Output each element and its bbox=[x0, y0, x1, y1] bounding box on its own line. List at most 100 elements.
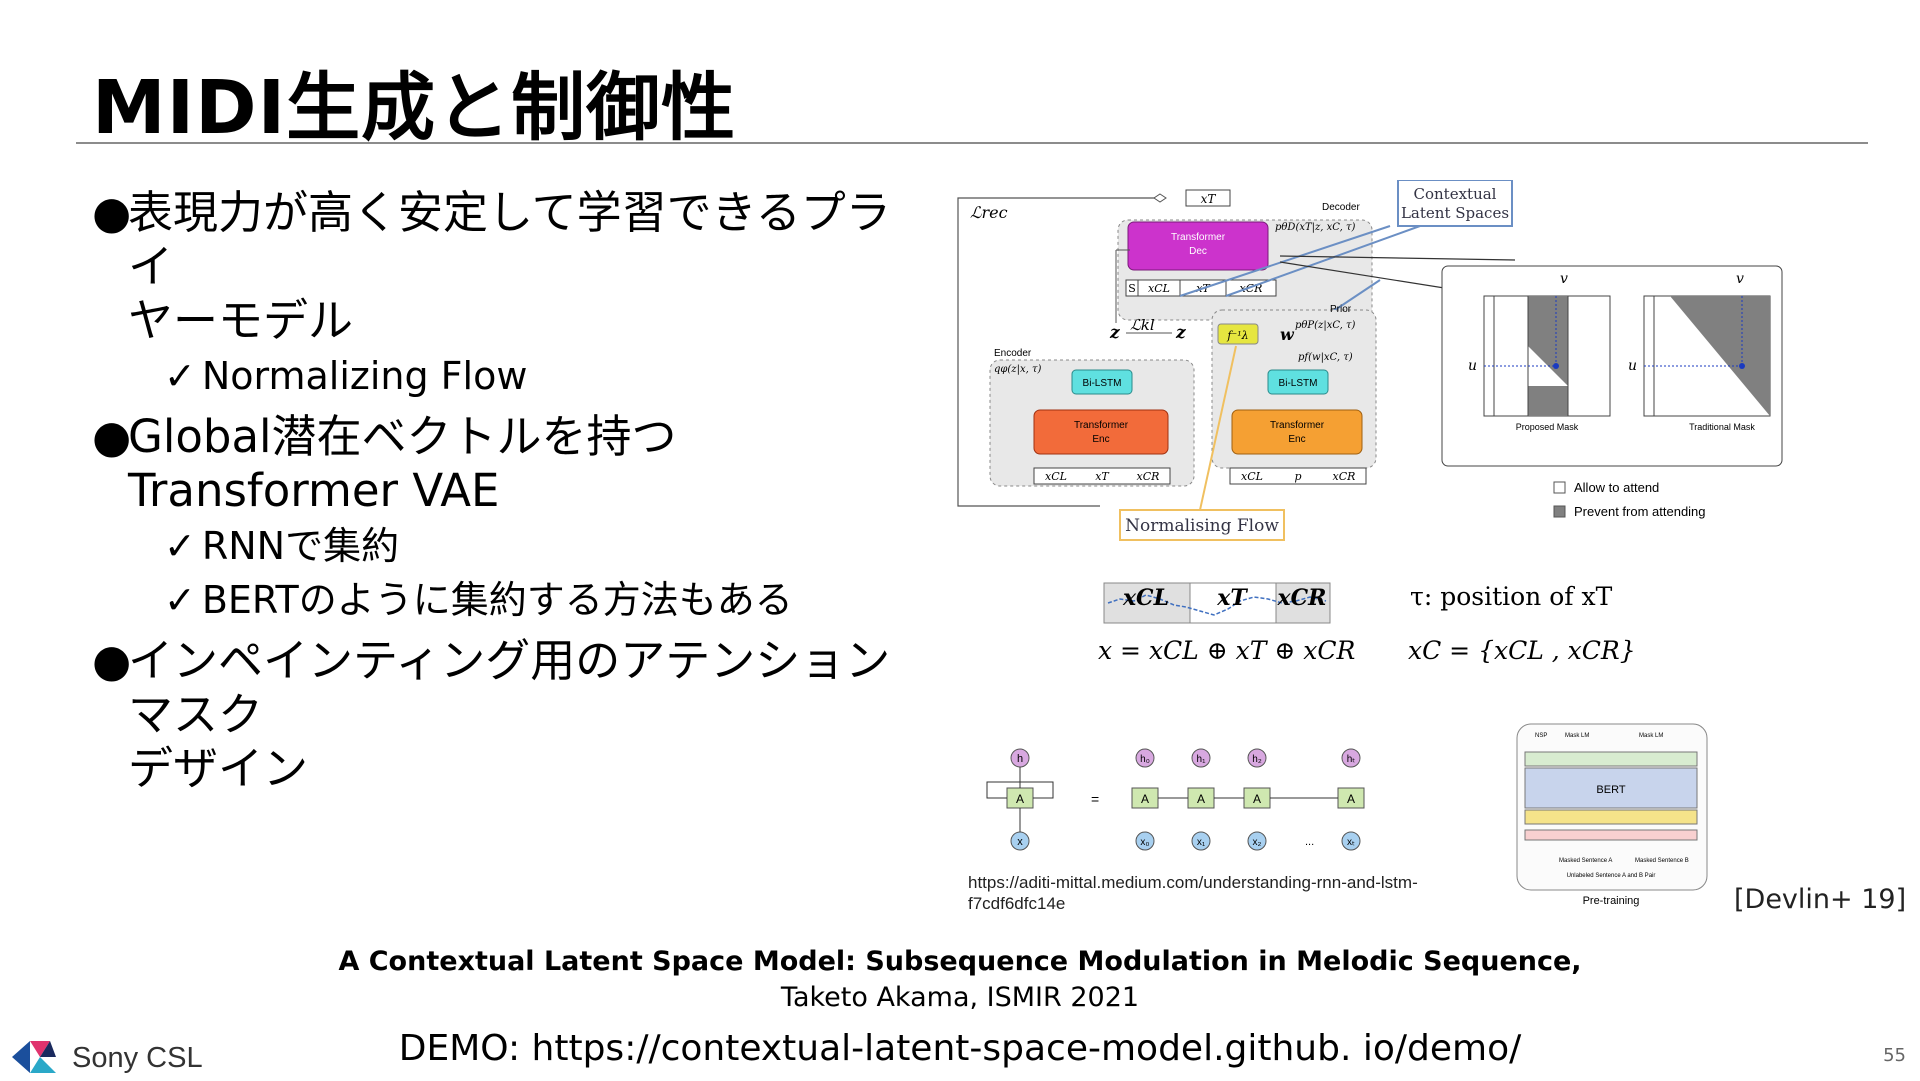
transformer-dec-box bbox=[1127, 221, 1269, 271]
dec-input-s: S bbox=[1128, 282, 1136, 295]
prior-input-p: p bbox=[1294, 470, 1301, 483]
reconstruction-loop-line bbox=[957, 197, 1160, 507]
p-theta-p-label: pθP(z|xC, τ) bbox=[1295, 320, 1356, 331]
bert-embedding-row bbox=[1524, 809, 1698, 825]
mask-cell-blocked bbox=[1670, 296, 1770, 416]
segment-xcr-label: xCR bbox=[1277, 585, 1327, 611]
loss-diamond bbox=[1153, 193, 1167, 203]
sub-bullet-item: ✓BERTのように集約する方法もある bbox=[92, 574, 892, 626]
prior-label: Prior bbox=[1330, 304, 1352, 315]
rnn-ellipsis: ... bbox=[1305, 836, 1314, 848]
proposed-mask-label: Proposed Mask bbox=[1516, 422, 1579, 432]
rnn-h-label: hₜ bbox=[1347, 754, 1356, 765]
callout-pointer bbox=[1179, 225, 1391, 297]
decoder-to-mask-line bbox=[1279, 255, 1516, 261]
rnn-x-label: x bbox=[1017, 836, 1023, 848]
bert-token-row bbox=[1524, 829, 1698, 841]
l-kl-label: ℒkl bbox=[1130, 316, 1155, 334]
logo-shape bbox=[30, 1041, 50, 1057]
rnn-h-label: h₁ bbox=[1197, 754, 1207, 765]
rnn-h-node bbox=[1247, 748, 1267, 768]
sony-csl-logo: Sony CSL bbox=[10, 1037, 210, 1081]
check-icon: ✓ bbox=[164, 354, 196, 398]
rnn-a-label: A bbox=[1347, 792, 1355, 806]
unrolled-step-t: hₜ A xₜ bbox=[1337, 748, 1365, 851]
bullet-text-line2: Transformer VAE bbox=[128, 464, 500, 517]
encoder-input-xt: xT bbox=[1095, 470, 1110, 483]
xc-equation: xC = {xCL , xCR} bbox=[1408, 636, 1636, 665]
l-rec-label: ℒrec bbox=[970, 203, 1008, 222]
bullet-dot: ● bbox=[92, 186, 132, 239]
traditional-mask-v: v bbox=[1736, 271, 1744, 287]
encoder-input-xcl: xCL bbox=[1045, 470, 1067, 483]
prior-input-xcl: xCL bbox=[1241, 470, 1263, 483]
logo-text: Sony CSL bbox=[72, 1042, 203, 1074]
sub-bullet-text: RNNで集約 bbox=[201, 524, 400, 568]
z-encoder: z bbox=[1109, 323, 1120, 343]
encoder-bilstm-box bbox=[1071, 369, 1133, 395]
bullet-list: ● 表現力が高く安定して学習できるプライ ヤーモデル ✓Normalizing … bbox=[92, 180, 892, 796]
proposed-mask-v: v bbox=[1560, 271, 1568, 287]
bert-masked-b: Masked Sentence B bbox=[1635, 858, 1689, 864]
x-equation: x = xCL ⊕ xT ⊕ xCR bbox=[1098, 636, 1355, 665]
unrolled-step-1: h₁ A x₁ bbox=[1187, 748, 1215, 851]
rnn-equals: = bbox=[1091, 791, 1099, 807]
normalising-flow-label: Normalising Flow bbox=[1125, 516, 1279, 536]
bullet-text-line1: インペインティング用のアテンションマスク bbox=[128, 634, 891, 741]
xt-output-box bbox=[1185, 189, 1231, 207]
segment-xcl-label: xCL bbox=[1122, 585, 1169, 611]
mask-cell-blocked bbox=[1528, 296, 1568, 346]
bullet-dot: ● bbox=[92, 634, 132, 687]
transformer-dec-label: Transformer bbox=[1171, 232, 1226, 243]
title-divider bbox=[76, 142, 1868, 144]
sub-bullet-item: ✓RNNで集約 bbox=[92, 520, 892, 572]
paper-authors: Taketo Akama, ISMIR 2021 bbox=[780, 982, 1140, 1013]
rnn-h-label: h₂ bbox=[1252, 754, 1262, 765]
segment-xcl bbox=[1103, 582, 1191, 624]
bert-unlabeled: Unlabeled Sentence A and B Pair bbox=[1567, 873, 1656, 879]
callout-line2: Latent Spaces bbox=[1401, 204, 1509, 222]
bert-figure: NSP Mask LM Mask LM BERT Masked Sentence… bbox=[1516, 723, 1708, 907]
contextual-latent-spaces-callout bbox=[1397, 180, 1513, 227]
bert-pretraining: Pre-training bbox=[1583, 895, 1640, 907]
p-theta-d-label: pθD(xT|z, xC, τ) bbox=[1275, 222, 1355, 233]
logo-shape bbox=[40, 1041, 56, 1057]
unrolled-step-2: h₂ A x₂ bbox=[1243, 748, 1271, 851]
mask-cell-blocked bbox=[1528, 386, 1568, 416]
bert-nsp: NSP bbox=[1535, 733, 1547, 739]
decoder-label: Decoder bbox=[1322, 202, 1360, 213]
demo-link[interactable]: DEMO: https://contextual-latent-space-mo… bbox=[398, 1028, 1522, 1069]
bullet-dot: ● bbox=[92, 410, 132, 463]
bullet-item: ● インペインティング用のアテンションマスク デザイン bbox=[92, 634, 892, 796]
rnn-h-label: h₀ bbox=[1140, 754, 1150, 765]
slide-title: MIDI生成と制御性 bbox=[92, 65, 737, 151]
melody-line bbox=[1107, 594, 1327, 616]
normalising-flow-callout bbox=[1119, 509, 1285, 541]
callout-pointer bbox=[1225, 225, 1421, 297]
xt-output-label: xT bbox=[1201, 192, 1217, 206]
bert-mask-lm-2: Mask LM bbox=[1639, 733, 1663, 739]
bert-citation: [Devlin+ 19] bbox=[1734, 884, 1907, 915]
traditional-mask-label: Traditional Mask bbox=[1689, 422, 1755, 432]
q-phi-label: qφ(z|x, τ) bbox=[994, 364, 1041, 375]
bert-encoder-body bbox=[1524, 767, 1698, 809]
dec-label: Dec bbox=[1189, 246, 1207, 257]
sub-bullet-text: Normalizing Flow bbox=[201, 354, 528, 398]
rnn-a-label: A bbox=[1141, 792, 1149, 806]
paper-title: A Contextual Latent Space Model: Subsequ… bbox=[338, 946, 1582, 977]
rnn-x-label: x₁ bbox=[1197, 837, 1206, 848]
prior-bilstm-label: Bi-LSTM bbox=[1279, 378, 1318, 389]
dec-input-xcl: xCL bbox=[1148, 282, 1170, 295]
rnn-a-label: A bbox=[1197, 792, 1205, 806]
w-label: w bbox=[1280, 325, 1295, 344]
rnn-h-node bbox=[1191, 748, 1211, 768]
sub-bullet-text: BERTのように集約する方法もある bbox=[201, 578, 793, 622]
rnn-x-node bbox=[1191, 831, 1211, 851]
tau-equation: τ: position of xT bbox=[1410, 582, 1613, 611]
page-number: 55 bbox=[1883, 1045, 1906, 1066]
allow-label: Allow to attend bbox=[1574, 480, 1659, 495]
bert-masked-a: Masked Sentence A bbox=[1559, 858, 1612, 864]
prior-input-xcr: xCR bbox=[1333, 470, 1356, 483]
check-icon: ✓ bbox=[164, 578, 196, 622]
encoder-enc-label: Enc bbox=[1092, 434, 1109, 445]
